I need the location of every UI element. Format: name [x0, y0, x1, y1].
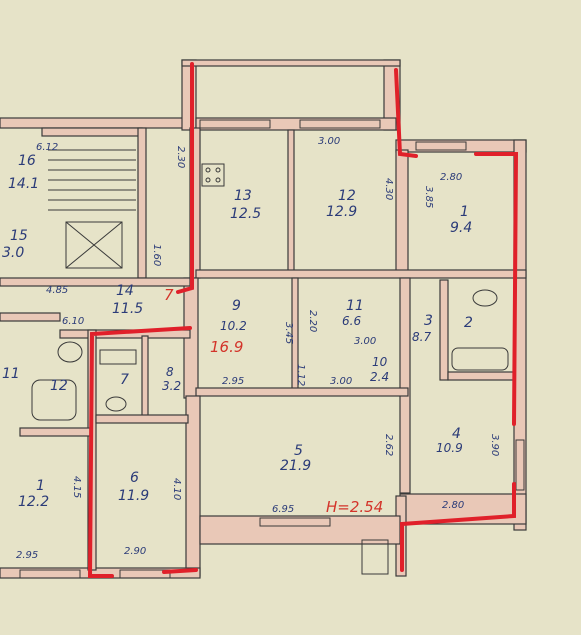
red-seven: 7: [164, 286, 174, 304]
room-2-num: 2: [464, 315, 473, 331]
stair-treads: [48, 149, 136, 211]
dim-4-85: 4.85: [46, 285, 68, 296]
room-1-area: 9.4: [450, 220, 472, 236]
dimension-labels: 2.30 3.00 4.30 2.80 3.85 1.60 4.85 6.10 …: [16, 136, 500, 561]
room-8-num: 8: [166, 365, 174, 379]
room-11b-num: 11: [2, 366, 20, 382]
dim-6-95: 6.95: [272, 504, 294, 515]
toilet-right: [472, 289, 498, 307]
height-label: H=2.54: [326, 498, 383, 516]
sink-left: [99, 349, 137, 365]
room-8-area: 3.2: [162, 379, 181, 393]
room-16-area: 14.1: [8, 176, 39, 192]
dim-3-00-b: 3.00: [354, 336, 376, 347]
room-1b-num: 1: [36, 478, 45, 494]
elevator-shaft: [65, 221, 123, 269]
dim-2-95-a: 2.95: [222, 376, 244, 387]
red-outline: [87, 62, 519, 578]
dim-2-30: 2.30: [175, 146, 186, 168]
room-labels: 16 14.1 6.12 15 3.0 14 11.5 13 12.5 12 1…: [2, 142, 473, 510]
room-11-area: 6.6: [342, 314, 361, 328]
room-6-num: 6: [130, 470, 139, 486]
bathtub-left: [31, 379, 77, 421]
room-13-area: 12.5: [230, 206, 261, 222]
room-1b-area: 12.2: [18, 494, 49, 510]
room-14-num: 14: [116, 283, 134, 299]
dim-2-90: 2.90: [124, 546, 146, 557]
room-5-num: 5: [294, 443, 303, 459]
room-10-num: 10: [372, 355, 388, 369]
room-4-num: 4: [452, 426, 461, 442]
room-3-area: 8.7: [412, 330, 431, 344]
room-9-area: 10.2: [220, 319, 247, 333]
room-11-num: 11: [346, 298, 364, 314]
dim-6-10: 6.10: [62, 316, 84, 327]
details: [19, 65, 525, 579]
red-area: 16.9: [210, 338, 243, 356]
room-12-num: 12: [338, 188, 356, 204]
dim-3-00-c: 3.00: [330, 376, 352, 387]
dim-4-15: 4.15: [71, 476, 82, 498]
dim-2-80-b: 2.80: [442, 500, 464, 511]
room-4-area: 10.9: [436, 441, 463, 455]
room-9-num: 9: [232, 298, 241, 314]
red-annotations: 7 16.9 H=2.54: [164, 286, 383, 516]
dim-1-60: 1.60: [151, 244, 162, 266]
toilet-left-2: [57, 341, 83, 363]
room-6-area: 11.9: [118, 488, 149, 504]
dim-3-00-a: 3.00: [318, 136, 340, 147]
dim-4-10: 4.10: [171, 478, 182, 500]
room-3-num: 3: [424, 313, 433, 329]
dim-2-80-a: 2.80: [440, 172, 462, 183]
room-5-area: 21.9: [280, 458, 311, 474]
dim-2-62: 2.62: [383, 434, 394, 456]
dim-2-95-b: 2.95: [16, 550, 38, 561]
dim-3-45: 3.45: [283, 322, 294, 344]
stove: [201, 163, 225, 187]
room-10-area: 2.4: [370, 370, 389, 384]
dim-2-20: 2.20: [307, 310, 318, 332]
dim-3-85: 3.85: [423, 186, 434, 208]
room-12b-num: 12: [50, 378, 68, 394]
room-14-area: 11.5: [112, 301, 143, 317]
room-1-num: 1: [460, 204, 469, 220]
room-12-area: 12.9: [326, 204, 357, 220]
room-15-area: 3.0: [2, 245, 24, 261]
dim-3-90: 3.90: [489, 434, 500, 456]
dim-1-12: 1.12: [295, 364, 306, 386]
toilet-left: [105, 396, 127, 412]
dim-4-30: 4.30: [383, 178, 394, 200]
room-16-num: 16: [18, 153, 36, 169]
room-16-dim: 6.12: [36, 142, 58, 153]
balcony: [195, 65, 385, 119]
bathtub-right: [451, 347, 509, 371]
room-15-num: 15: [10, 228, 28, 244]
room-13-num: 13: [234, 188, 252, 204]
room-7-num: 7: [120, 372, 129, 388]
